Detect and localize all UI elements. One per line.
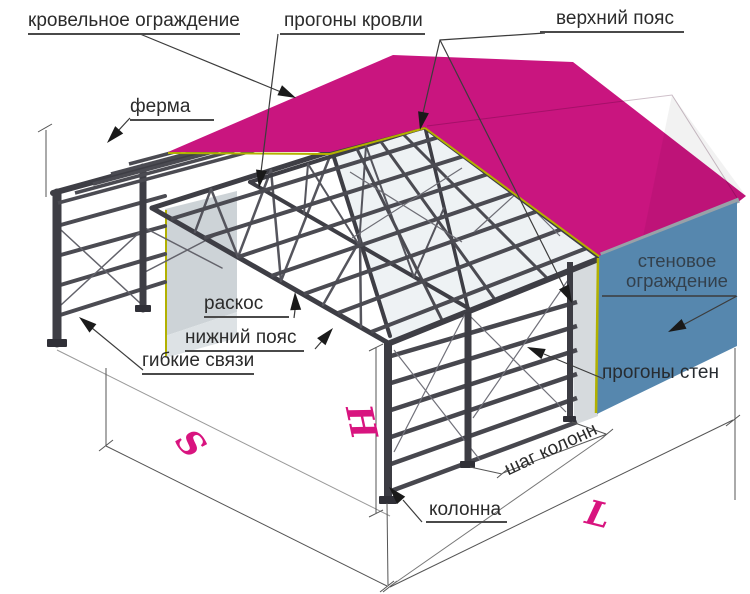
dimension-lines	[37, 123, 741, 593]
label-diagonal-brace: раскос	[204, 293, 290, 318]
near-slope-purlins	[170, 135, 588, 334]
label-wall-cladding: стеновое ограждение	[615, 251, 739, 291]
label-column: колонна	[426, 499, 508, 523]
ground-line	[56, 349, 391, 517]
label-wall-cladding-line1: стеновое	[637, 250, 717, 271]
label-roof-purlins: прогоны кровли	[280, 10, 425, 35]
label-bottom-chord: нижний пояс	[185, 327, 305, 352]
label-roof-guard: кровельное ограждение	[28, 10, 240, 35]
roof-edge-trim	[167, 127, 601, 258]
front-wall-girts	[390, 299, 578, 494]
roof-cladding	[167, 55, 746, 258]
leader-lines	[91, 32, 738, 523]
label-top-chord: верхний пояс	[540, 8, 684, 33]
columns	[379, 262, 576, 504]
gable-wall	[594, 197, 740, 414]
leader-arrowheads	[79, 85, 687, 504]
label-wall-purlins: прогоны стен	[602, 362, 719, 383]
label-wall-cladding-line2: ограждение	[626, 270, 728, 291]
label-flexible-ties: гибкие связи	[142, 350, 255, 375]
label-truss: ферма	[130, 96, 215, 121]
back-wall-frame	[47, 140, 238, 348]
